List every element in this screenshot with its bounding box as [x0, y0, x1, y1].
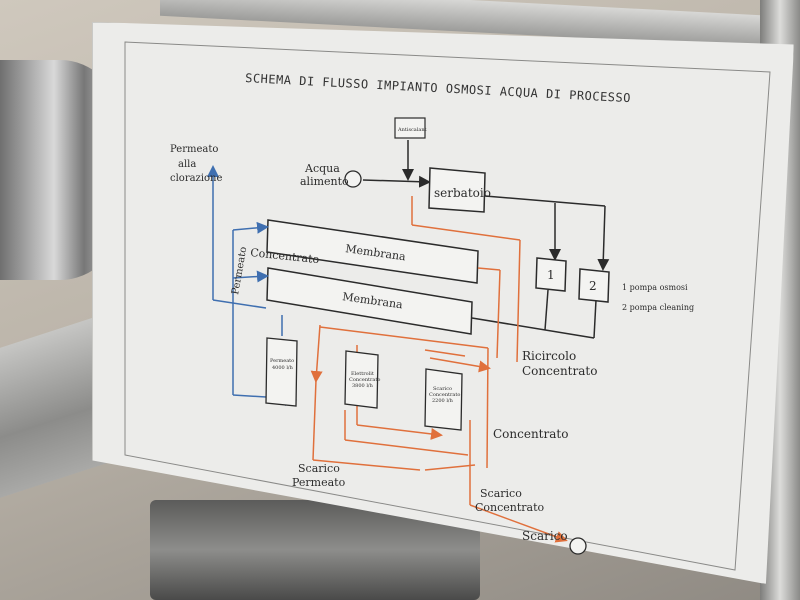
tank-scarico-concentrato — [424, 368, 463, 431]
tank-elettrolit-label: Elettrolit Concentrato 3800 l/h — [349, 371, 382, 389]
pump-legend: 1 pompa osmosi 2 pompa cleaning — [622, 283, 694, 312]
antiscalant-box — [394, 117, 426, 139]
pump-1-label: 1 — [547, 268, 555, 282]
feed-inlet-circle — [344, 170, 362, 188]
tank-permeato-label: Permeato 4000 l/h — [270, 358, 296, 371]
tank-scarico-label: Scarico Concentrato 2200 l/h — [429, 386, 462, 404]
sheet-border — [124, 41, 771, 571]
ricircolo-concentrato-label: Ricircolo Concentrato — [522, 349, 597, 378]
scarico-permeato-label: Scarico Permeato — [292, 462, 346, 489]
membrana-2 — [266, 267, 473, 335]
feed-lines — [362, 140, 610, 339]
tank-elettrolit-concentrato — [344, 350, 379, 409]
acqua-alimento-label: Acqua alimento — [300, 162, 349, 188]
scarico-concentrato-label: Scarico Concentrato — [475, 487, 545, 514]
concentrate-lines — [310, 196, 568, 543]
concentrato-mid-label: Concentrato — [493, 427, 568, 441]
scarico-label: Scarico — [522, 529, 568, 543]
pump-2-box — [578, 268, 610, 303]
scarico-outlet-circle — [569, 537, 587, 555]
pump-2-label: 2 — [589, 279, 597, 293]
pump-1-box — [535, 257, 567, 292]
diagram-title: SCHEMA DI FLUSSO IMPIANTO OSMOSI ACQUA D… — [245, 71, 631, 105]
serbatoio-tank — [428, 167, 486, 213]
permeato-clorazione-label: Permeato alla clorazione — [170, 144, 222, 184]
permeate-lines — [207, 165, 297, 406]
serbatoio-label: serbatoio — [434, 186, 491, 200]
membrana-1 — [266, 219, 479, 284]
antiscalant-label: Antiscalant — [397, 127, 427, 133]
tank-permeato — [265, 337, 298, 407]
